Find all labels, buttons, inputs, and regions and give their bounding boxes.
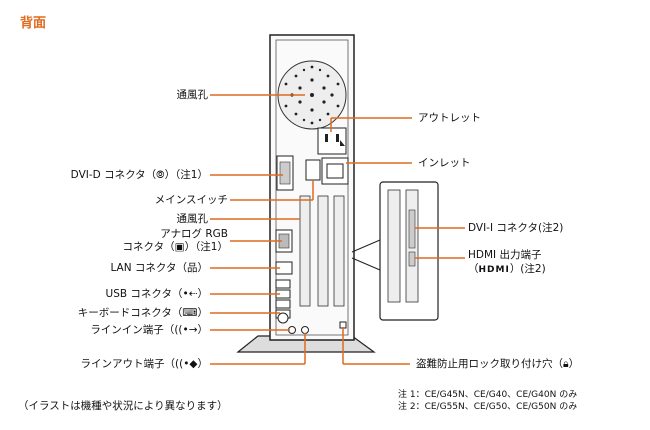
note-1: 注 1：CE/G45N、CE/G40、CE/G40N のみ [398,390,578,400]
dvii-port [408,209,416,249]
page-title: 背面 [20,16,47,31]
line-in-icon: ((•→ [174,324,198,336]
label-dvid-suffix: ）（注1） [164,169,208,181]
hdmi-logo: HDMI [478,265,510,275]
label-vent-top: 通風孔 [176,89,209,101]
label-analog-rgb-line2: コネクタ（▣）（注1） [123,241,228,254]
label-analog-rgb-text: コネクタ（ [122,241,175,253]
main-switch [305,159,321,181]
label-lan-text: LAN コネクタ（ [110,262,187,274]
outlet [317,127,347,155]
label-outlet: アウトレット [418,112,481,124]
label-usb: USB コネクタ（•⇠） [106,288,208,301]
dvi-icon: ⦾ [156,169,165,181]
label-analog-rgb-suffix: ）（注1） [184,241,228,253]
label-usb-suffix: ） [197,288,209,300]
caption: （イラストは機種や状況により異なります） [18,400,228,412]
label-line-in-suffix: ） [197,324,209,336]
label-hdmi-line2: （HDMI）(注2) [468,263,546,277]
label-line-out-text: ラインアウト端子（ [80,358,176,370]
label-line-out: ラインアウト端子（((•◆） [81,358,208,371]
leader-lines [210,94,465,365]
label-lan-suffix: ） [197,262,209,274]
label-lock: 盗難防止用ロック取り付け穴（🔒︎） [416,358,579,371]
vent-holes [284,65,340,125]
label-dvii: DVI-I コネクタ(注2) [468,222,564,234]
label-lock-suffix: ） [568,358,580,370]
usb-port [275,279,291,289]
keyboard-port [277,312,289,324]
inlet [321,157,349,185]
label-keyboard-text: キーボードコネクタ（ [77,307,183,319]
label-dvid: DVI-D コネクタ（⦾）（注1） [71,169,208,182]
label-main-switch: メインスイッチ [154,194,228,206]
label-hdmi-open: （ [468,263,479,275]
network-icon: 品 [187,262,198,274]
label-analog-rgb-line1: アナログ RGB [160,228,228,240]
usb-icon: •⇠ [182,288,198,300]
label-keyboard-suffix: ） [197,307,209,319]
label-line-out-suffix: ） [197,358,209,370]
label-hdmi-close: ）(注2) [509,263,546,275]
label-vent-mid: 通風孔 [176,213,209,225]
label-hdmi-line1: HDMI 出力端子 [468,249,542,261]
label-lock-text: 盗難防止用ロック取り付け穴（ [416,358,563,370]
monitor-icon: ▣ [174,241,185,253]
label-dvid-text: DVI-D コネクタ（ [70,169,157,181]
label-line-in: ラインイン端子（((•→） [90,324,208,337]
label-usb-text: USB コネクタ（ [105,288,183,300]
label-lan: LAN コネクタ（品） [110,262,208,275]
line-out-icon: ((•◆ [175,358,198,370]
label-inlet: インレット [418,157,471,169]
label-line-in-text: ラインイン端子（ [90,324,175,336]
note-2: 注 2：CE/G55N、CE/G50、CE/G50N のみ [398,402,578,412]
lock-icon: 🔒︎ [563,358,569,370]
line-out-jack [301,326,309,334]
hdmi-port [408,251,416,267]
label-keyboard: キーボードコネクタ（⌨） [78,307,208,320]
keyboard-icon: ⌨ [182,307,198,319]
